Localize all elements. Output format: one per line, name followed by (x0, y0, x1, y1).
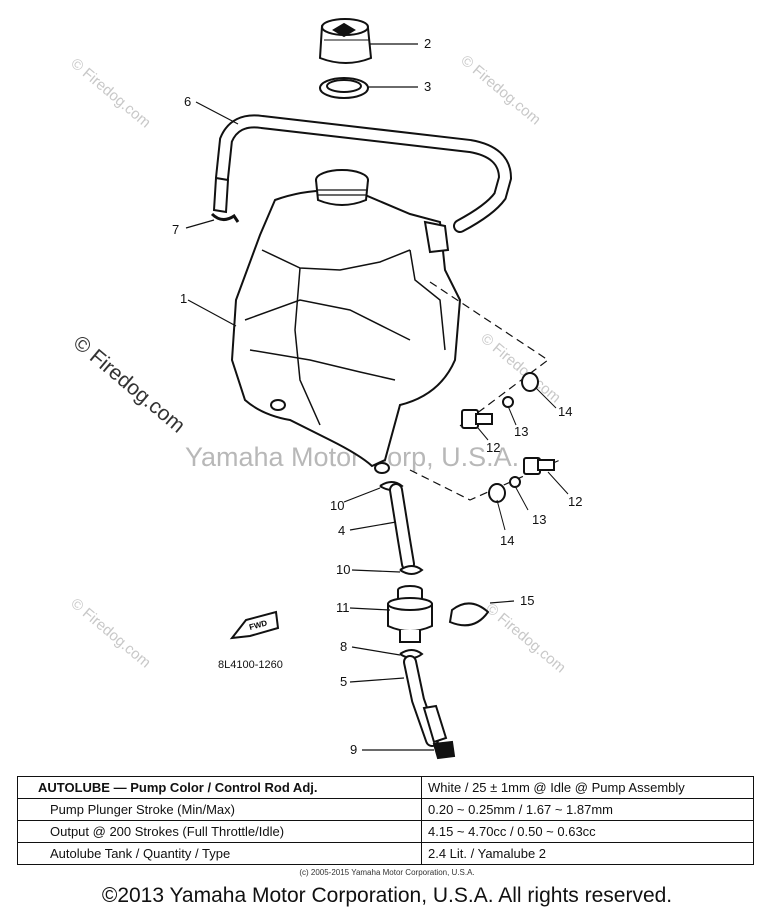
watermark: © Firedog.com (67, 595, 153, 671)
spec-table: AUTOLUBE — Pump Color / Control Rod Adj.… (17, 776, 754, 865)
spec-value: 4.15 ~ 4.70cc / 0.50 ~ 0.63cc (421, 820, 754, 843)
callout-3: 3 (424, 79, 431, 94)
watermark: © Firedog.com (67, 55, 153, 131)
callout-15: 15 (520, 593, 534, 608)
callout-7: 7 (172, 222, 179, 237)
callout-11: 11 (336, 600, 350, 615)
callout-14: 14 (500, 533, 514, 548)
callout-12: 12 (568, 494, 582, 509)
callout-4: 4 (338, 523, 345, 538)
spec-label: Autolube Tank / Quantity / Type (17, 842, 422, 865)
tank-cap (318, 18, 373, 64)
watermark: © Firedog.com (457, 52, 543, 128)
callout-13: 13 (532, 512, 546, 527)
mounting-hardware (461, 372, 555, 503)
spec-value: 2.4 Lit. / Yamalube 2 (421, 842, 754, 865)
hose-clamp (399, 565, 424, 575)
cap-gasket (319, 77, 369, 99)
oil-filter (387, 585, 433, 643)
oil-tank (230, 169, 462, 474)
filter-clip (448, 602, 490, 627)
copyright-notice: ©2013 Yamaha Motor Corporation, U.S.A. A… (101, 884, 673, 907)
breather-hose-end (212, 176, 230, 214)
callout-9: 9 (350, 742, 357, 757)
spec-value: 0.20 ~ 0.25mm / 1.67 ~ 1.87mm (421, 798, 754, 821)
banjo-bolt (432, 740, 456, 760)
callout-6: 6 (184, 94, 191, 109)
leader-lines (185, 43, 515, 751)
table-row: AUTOLUBE — Pump Color / Control Rod Adj.… (17, 776, 754, 799)
spec-label: Pump Plunger Stroke (Min/Max) (17, 798, 422, 821)
callout-2: 2 (424, 36, 431, 51)
callout-13: 13 (514, 424, 528, 439)
fwd-arrow-icon: FWD (229, 610, 280, 640)
callout-5: 5 (340, 674, 347, 689)
callout-14: 14 (558, 404, 572, 419)
callout-10: 10 (330, 498, 344, 513)
spec-value: White / 25 ± 1mm @ Idle @ Pump Assembly (421, 776, 754, 799)
callout-1: 1 (180, 291, 187, 306)
table-row: Autolube Tank / Quantity / Type 2.4 Lit.… (17, 842, 754, 865)
spec-label: Output @ 200 Strokes (Full Throttle/Idle… (17, 820, 422, 843)
callout-numbers: 2 3 6 7 1 14 13 12 12 13 14 10 4 10 11 1… (172, 36, 582, 757)
callout-10: 10 (336, 562, 350, 577)
callout-12: 12 (486, 440, 500, 455)
spec-label: AUTOLUBE — Pump Color / Control Rod Adj. (17, 776, 422, 799)
copyright-small: (c) 2005-2015 Yamaha Motor Corporation, … (299, 868, 475, 877)
hose-clip (210, 212, 240, 223)
callout-8: 8 (340, 639, 347, 654)
table-row: Pump Plunger Stroke (Min/Max) 0.20 ~ 0.2… (17, 798, 754, 821)
part-code: 8L4100-1260 (218, 659, 283, 671)
table-row: Output @ 200 Strokes (Full Throttle/Idle… (17, 820, 754, 843)
watermark: © Firedog.com (482, 600, 568, 676)
watermark-large: © Firedog.com (69, 331, 190, 437)
